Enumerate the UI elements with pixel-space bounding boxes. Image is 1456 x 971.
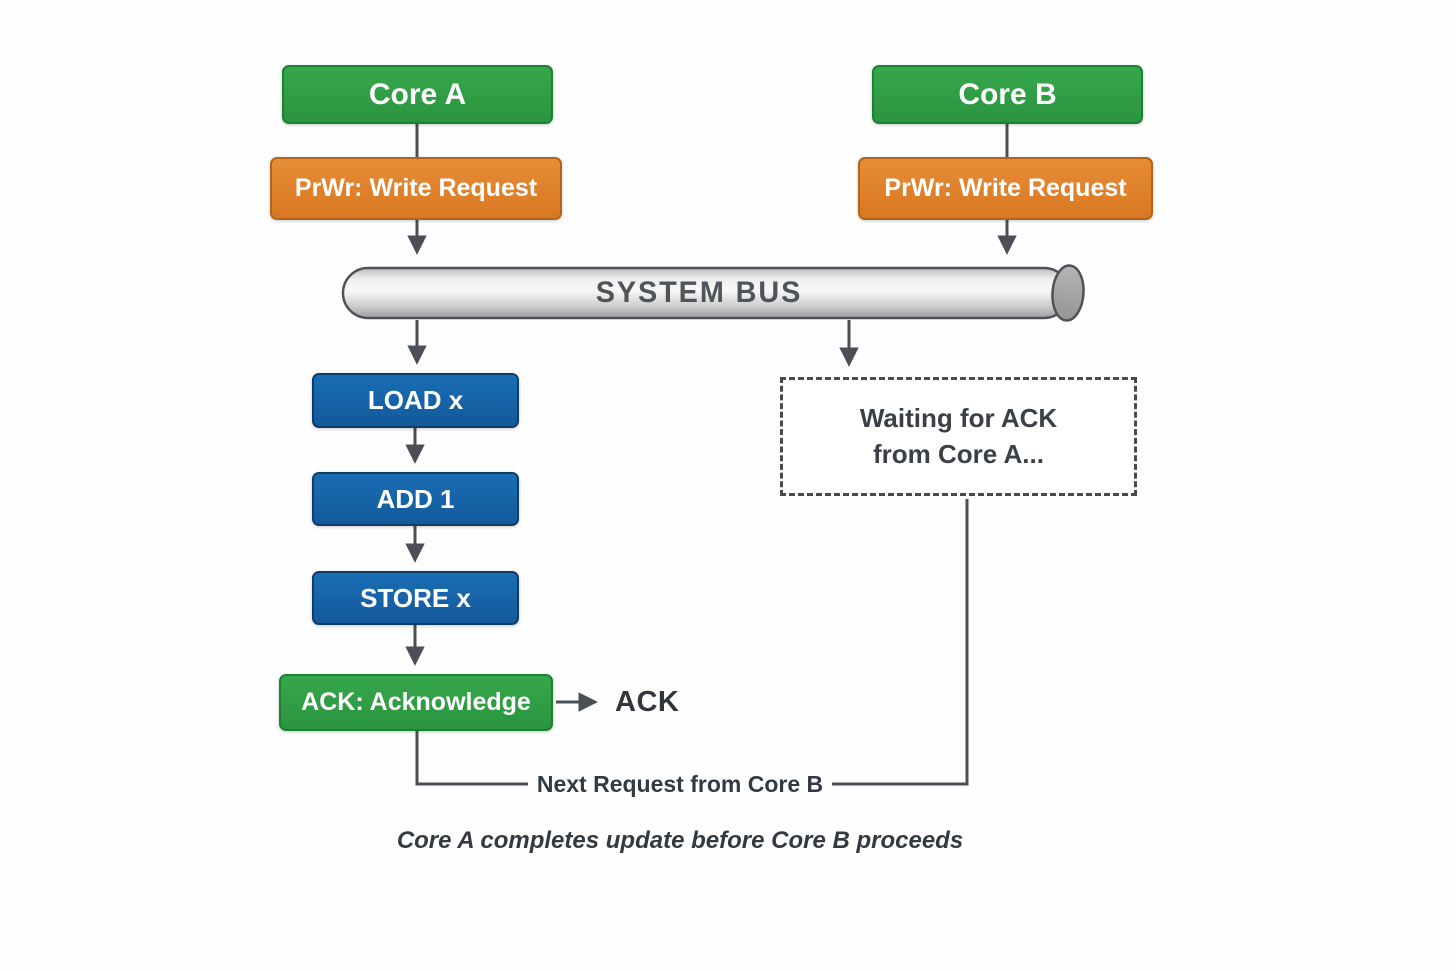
waiting-line-1: Waiting for ACK bbox=[859, 402, 1058, 433]
system-bus-end-cap bbox=[1051, 264, 1085, 322]
prwr-request-b-node: PrWr: Write Request bbox=[858, 157, 1153, 220]
step-add-1-node: ADD 1 bbox=[312, 472, 519, 526]
system-bus-label: SYSTEM BUS bbox=[595, 276, 803, 309]
step-load-x-node: LOAD x bbox=[312, 373, 519, 428]
core-b-node: Core B bbox=[872, 65, 1143, 124]
waiting-for-ack-node: Waiting for ACK from Core A... bbox=[780, 377, 1137, 496]
diagram-caption: Core A completes update before Core B pr… bbox=[396, 827, 964, 854]
ack-output-label: ACK bbox=[615, 686, 680, 718]
ack-acknowledge-node: ACK: Acknowledge bbox=[279, 674, 553, 731]
connector-next-request bbox=[415, 499, 969, 786]
next-request-label: Next Request from Core B bbox=[528, 769, 832, 799]
waiting-line-2: from Core A... bbox=[873, 438, 1044, 469]
prwr-request-a-node: PrWr: Write Request bbox=[270, 157, 562, 220]
step-store-x-node: STORE x bbox=[312, 571, 519, 625]
core-a-node: Core A bbox=[282, 65, 553, 124]
